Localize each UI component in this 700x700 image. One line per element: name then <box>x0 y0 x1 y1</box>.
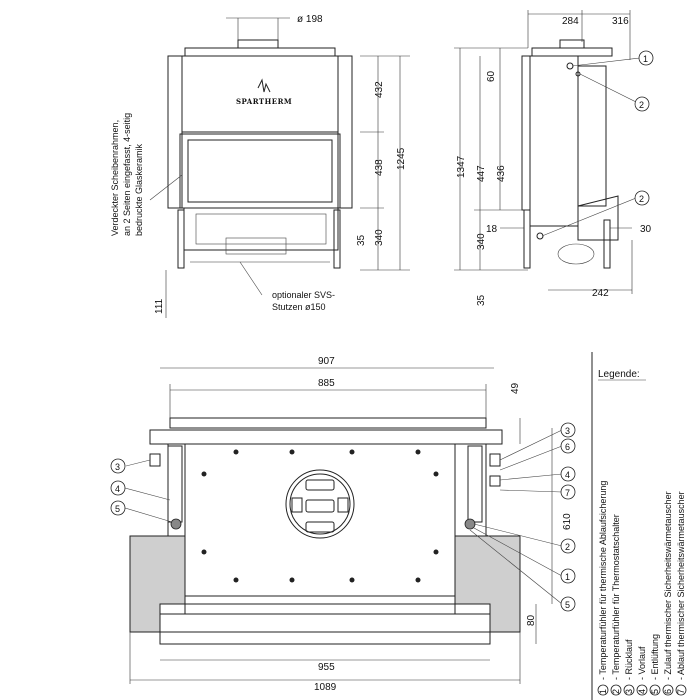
dim-1245: 1245 <box>396 147 407 170</box>
legend-number: 2 <box>611 689 621 694</box>
right-leg <box>333 209 341 269</box>
legend-item-text: - Vorlauf <box>637 646 647 680</box>
dim-432: 432 <box>374 81 385 98</box>
svs-note-line2: Stutzen ø150 <box>272 302 326 312</box>
side-leg-front <box>523 209 531 269</box>
frame-note-line3: bedruckte Glaskeramik <box>134 143 144 236</box>
legend: Legende: 1 - Temperaturfühler für thermis… <box>591 352 687 700</box>
top-callout-r3: 3 <box>565 426 570 436</box>
right-pipe-block <box>467 445 483 523</box>
legend-item-text: - Ablauf thermischer Sicherheitswärmetau… <box>676 491 686 680</box>
dim-438: 438 <box>374 159 385 176</box>
dim-610: 610 <box>562 513 573 530</box>
top-view: 907 885 <box>110 356 576 693</box>
dim-436: 436 <box>496 165 507 182</box>
legend-number-circle <box>675 684 687 696</box>
legend-number: 1 <box>598 689 608 694</box>
dim-35: 35 <box>476 294 487 306</box>
legend-number-circle <box>610 684 622 696</box>
left-pipe-block <box>167 445 183 523</box>
top-back-rim <box>169 417 487 429</box>
flame-logo-icon <box>257 78 271 93</box>
side-view: 284 316 60 1347 447 436 18 340 35 30 242 <box>454 10 654 306</box>
legend-number: 4 <box>637 689 647 694</box>
legend-number: 5 <box>650 689 660 694</box>
legend-item-text: - Temperaturfühler für thermische Ablauf… <box>598 481 608 680</box>
lower-base <box>183 207 339 251</box>
legend-number: 3 <box>624 689 634 694</box>
legend-item-text: - Rücklauf <box>624 639 634 680</box>
side-leg-back <box>603 219 611 269</box>
top-plate <box>184 47 336 57</box>
legend-number-circle <box>662 684 674 696</box>
flue-collar <box>237 39 279 49</box>
top-callout-l3: 3 <box>115 462 120 472</box>
dim-340: 340 <box>374 229 385 246</box>
legend-item-text: - Zulauf thermischer Sicherheitswärmetau… <box>663 491 673 680</box>
legend-number-circle <box>649 684 661 696</box>
dim-907: 907 <box>318 356 335 367</box>
dim-316: 316 <box>612 16 629 27</box>
side-flue <box>559 39 585 49</box>
legend-number-circle <box>623 684 635 696</box>
dim-diameter: ø 198 <box>297 14 323 25</box>
top-callout-r4: 4 <box>565 470 570 480</box>
side-body <box>529 55 579 227</box>
brand-logo: SPARTHERM <box>236 97 292 106</box>
frame-note-line2: an 2 Seiten eingefasst, 4-seitig <box>122 113 132 236</box>
dim-242: 242 <box>592 288 609 299</box>
svs-note-line1: optionaler SVS- <box>272 290 335 300</box>
dim-80: 80 <box>526 614 537 626</box>
dim-447: 447 <box>476 165 487 182</box>
dim-885: 885 <box>318 378 335 389</box>
dim-955: 955 <box>318 662 335 673</box>
side-callout-2a: 2 <box>639 100 644 110</box>
legend-item-text: - Temperaturfühler für Thermostatschalte… <box>611 514 621 680</box>
legend-number: 6 <box>663 689 673 694</box>
top-body <box>167 443 487 597</box>
dim-1347: 1347 <box>456 155 467 178</box>
legend-title: Legende: <box>598 369 640 380</box>
left-front-cladding <box>129 535 186 633</box>
dim-111: 111 <box>154 298 165 314</box>
top-callout-r1: 1 <box>565 572 570 582</box>
side-callout-1: 1 <box>643 54 648 64</box>
top-callout-r7: 7 <box>565 488 570 498</box>
svs-socket <box>225 237 287 255</box>
dim-340: 340 <box>476 233 487 250</box>
front-plinth <box>159 613 491 633</box>
dim-18: 18 <box>486 224 498 235</box>
legend-number: 7 <box>676 689 686 694</box>
dim-1089: 1089 <box>314 682 337 693</box>
dim-35: 35 <box>356 234 367 246</box>
side-front-frame <box>521 55 531 211</box>
top-callout-r6: 6 <box>565 442 570 452</box>
top-callout-r5: 5 <box>565 600 570 610</box>
dim-30: 30 <box>640 224 652 235</box>
dim-60: 60 <box>486 70 497 82</box>
glass-window <box>187 139 333 203</box>
top-callout-l5: 5 <box>115 504 120 514</box>
upper-cladding <box>181 55 339 133</box>
legend-item-text: - Entlüftung <box>650 634 660 680</box>
top-callout-r2: 2 <box>565 542 570 552</box>
legend-number-circle <box>597 684 609 696</box>
firebox <box>184 443 456 605</box>
side-callout-2b: 2 <box>639 194 644 204</box>
front-view: ø 198 SPARTHERM 432 1245 438 35 340 <box>110 14 410 318</box>
callout-circle <box>638 50 654 66</box>
bolt-holes <box>201 449 439 583</box>
legend-items: 1 - Temperaturfühler für thermische Ablau… <box>597 481 687 696</box>
dim-284: 284 <box>562 16 579 27</box>
dim-49: 49 <box>510 382 521 394</box>
glass-frame <box>179 133 341 209</box>
flue-opening <box>285 469 355 539</box>
left-leg <box>177 209 185 269</box>
legend-number-circle <box>636 684 648 696</box>
top-callout-l4: 4 <box>115 484 120 494</box>
frame-note-line1: Verdeckter Scheibenrahmen, <box>110 120 120 236</box>
right-front-cladding <box>454 535 521 633</box>
